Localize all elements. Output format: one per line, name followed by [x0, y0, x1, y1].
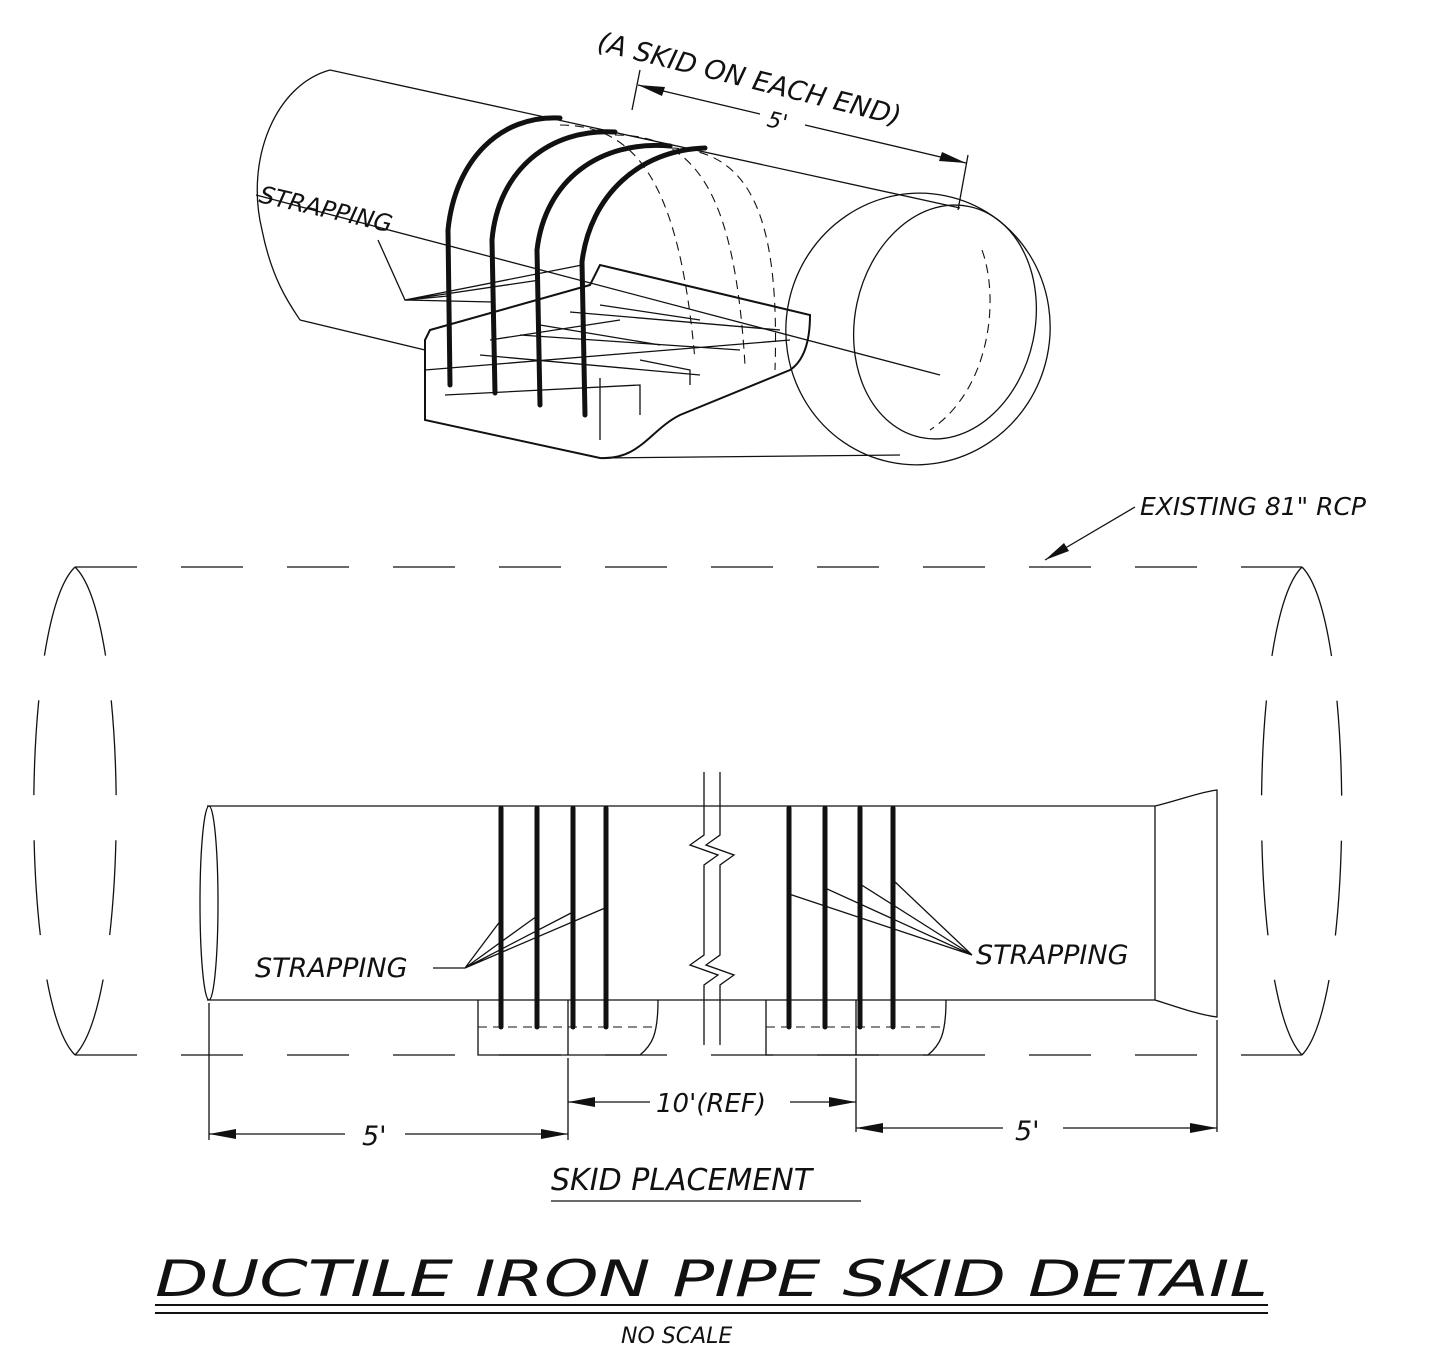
iso-pipe-end-hidden	[929, 249, 991, 431]
dim-right-arrow-b	[1190, 1123, 1217, 1133]
iso-pipe-top-edge	[329, 69, 961, 209]
strapping-label-left: STRAPPING	[255, 953, 408, 984]
dip-bell-end	[1154, 789, 1218, 1018]
iso-pipe-end-inner	[852, 204, 1038, 440]
iso-strap-hidden-1	[559, 124, 696, 361]
iso-skid-rails	[424, 311, 791, 440]
rcp-left-end-inner	[74, 566, 117, 1056]
iso-pipe-far-end	[256, 69, 331, 321]
iso-dim-arrow-left	[638, 85, 665, 96]
existing-pipe-label: EXISTING 81" RCP	[1140, 492, 1367, 521]
iso-skid-cross	[489, 304, 701, 346]
rcp-leader-arrow	[1045, 543, 1069, 560]
dim-right-label: 5'	[1015, 1116, 1040, 1147]
iso-strap-4	[579, 145, 708, 418]
break-line-right	[704, 772, 736, 1045]
iso-pipe-center-line	[255, 194, 941, 376]
iso-strap-2	[489, 129, 618, 396]
iso-dim-ext-left	[631, 69, 641, 111]
rcp-right-end	[1260, 566, 1303, 1056]
rcp-left-end	[33, 566, 76, 1056]
iso-dim-ext-right	[957, 154, 969, 211]
iso-pipe-bottom-edge	[599, 454, 901, 459]
iso-skid-outline	[424, 263, 812, 460]
iso-dim-arrow-right	[939, 152, 966, 163]
skid-note: (A SKID ON EACH END)	[594, 27, 904, 132]
strapping-leader-right	[788, 879, 973, 956]
iso-strapping-leader	[377, 239, 583, 303]
dim-left-label: 5'	[362, 1121, 387, 1152]
skid-placement-view: STRAPPING STRAPPING 5' 10'(REF) 5' SKID …	[199, 772, 1218, 1202]
iso-pipe-end-outer	[785, 192, 1051, 466]
detail-title: DUCTILE IRON PIPE SKID DETAIL	[155, 1250, 1268, 1308]
dim-center-label: 10'(REF)	[656, 1089, 766, 1119]
iso-strap-hidden-2	[614, 134, 746, 366]
iso-strap-hidden-3	[669, 147, 777, 371]
existing-rcp: EXISTING 81" RCP	[33, 492, 1367, 1056]
rcp-right-end-inner	[1301, 566, 1343, 1056]
iso-strapping-label: STRAPPING	[257, 181, 395, 239]
break-line-left	[688, 772, 720, 1045]
iso-strap-3	[534, 142, 673, 408]
dim-center-arrow-a	[568, 1097, 595, 1107]
left-skid-outline	[477, 999, 659, 1056]
dim-left-arrow-a	[209, 1129, 236, 1139]
iso-strap-1	[445, 115, 563, 388]
scale-note: NO SCALE	[621, 1324, 732, 1349]
strapping-label-right: STRAPPING	[976, 940, 1129, 971]
view-title: SKID PLACEMENT	[551, 1163, 815, 1198]
dim-center-arrow-b	[829, 1097, 856, 1107]
iso-pipe-underside	[299, 319, 426, 351]
detail-title-block: DUCTILE IRON PIPE SKID DETAIL NO SCALE	[155, 1250, 1268, 1349]
dip-left-end	[199, 805, 219, 1001]
dim-right-arrow-a	[856, 1123, 883, 1133]
strapping-leader-left	[433, 907, 606, 969]
dim-left-arrow-b	[541, 1129, 568, 1139]
isometric-view: 5' (A SKID ON EACH END) STRAPPING	[255, 27, 1051, 466]
iso-dim-label: 5'	[765, 107, 790, 136]
right-skid-outline	[765, 999, 947, 1056]
